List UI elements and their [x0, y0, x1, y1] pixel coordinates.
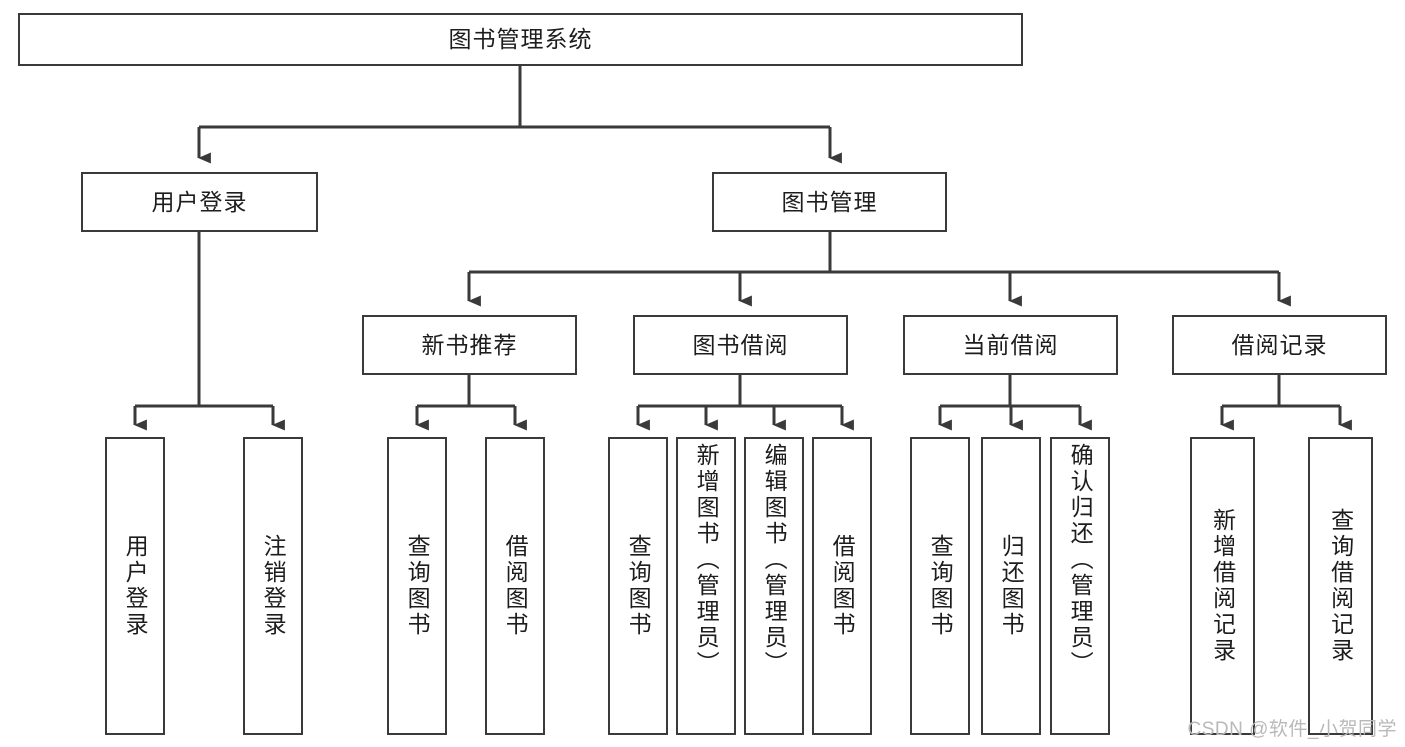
- node-label: 借阅图书: [829, 534, 856, 638]
- leaf-query-books-current[interactable]: 查询图书: [910, 437, 970, 735]
- node-label: 确认归还（管理员）: [1067, 443, 1094, 677]
- leaf-add-book-admin[interactable]: 新增图书（管理员）: [676, 437, 736, 735]
- node-label: 编辑图书（管理员）: [761, 443, 788, 677]
- node-current-borrow[interactable]: 当前借阅: [903, 315, 1118, 375]
- leaf-user-login[interactable]: 用户登录: [105, 437, 165, 735]
- node-label: 图书管理系统: [448, 26, 593, 53]
- node-borrow-records[interactable]: 借阅记录: [1172, 315, 1387, 375]
- node-label: 图书管理: [781, 188, 878, 215]
- node-book-borrow[interactable]: 图书借阅: [633, 315, 848, 375]
- node-label: 归还图书: [998, 534, 1025, 638]
- node-label: 新书推荐: [421, 331, 518, 358]
- node-label: 新增图书（管理员）: [693, 443, 720, 677]
- node-label: 新增借阅记录: [1209, 508, 1236, 664]
- leaf-borrow-book[interactable]: 借阅图书: [812, 437, 872, 735]
- node-label: 图书借阅: [692, 331, 789, 358]
- node-label: 查询图书: [404, 534, 431, 638]
- node-root-system[interactable]: 图书管理系统: [18, 13, 1023, 66]
- node-label: 当前借阅: [962, 331, 1059, 358]
- node-label: 注销登录: [260, 534, 287, 638]
- node-new-book-recommend[interactable]: 新书推荐: [362, 315, 577, 375]
- node-label: 借阅记录: [1231, 331, 1328, 358]
- node-label: 借阅图书: [502, 534, 529, 638]
- leaf-edit-book-admin[interactable]: 编辑图书（管理员）: [744, 437, 804, 735]
- leaf-add-borrow-record[interactable]: 新增借阅记录: [1190, 437, 1255, 735]
- node-label: 查询图书: [927, 534, 954, 638]
- leaf-query-books-new[interactable]: 查询图书: [387, 437, 447, 735]
- node-label: 查询借阅记录: [1327, 508, 1354, 664]
- node-user-login[interactable]: 用户登录: [81, 172, 318, 232]
- leaf-confirm-return-admin[interactable]: 确认归还（管理员）: [1050, 437, 1110, 735]
- node-book-management[interactable]: 图书管理: [712, 172, 947, 232]
- node-label: 用户登录: [151, 188, 248, 215]
- leaf-query-borrow-record[interactable]: 查询借阅记录: [1308, 437, 1373, 735]
- leaf-return-book[interactable]: 归还图书: [981, 437, 1041, 735]
- node-label: 用户登录: [122, 534, 149, 638]
- leaf-query-books-borrow[interactable]: 查询图书: [608, 437, 668, 735]
- node-label: 查询图书: [625, 534, 652, 638]
- leaf-logout[interactable]: 注销登录: [243, 437, 303, 735]
- leaf-borrow-books-new[interactable]: 借阅图书: [485, 437, 545, 735]
